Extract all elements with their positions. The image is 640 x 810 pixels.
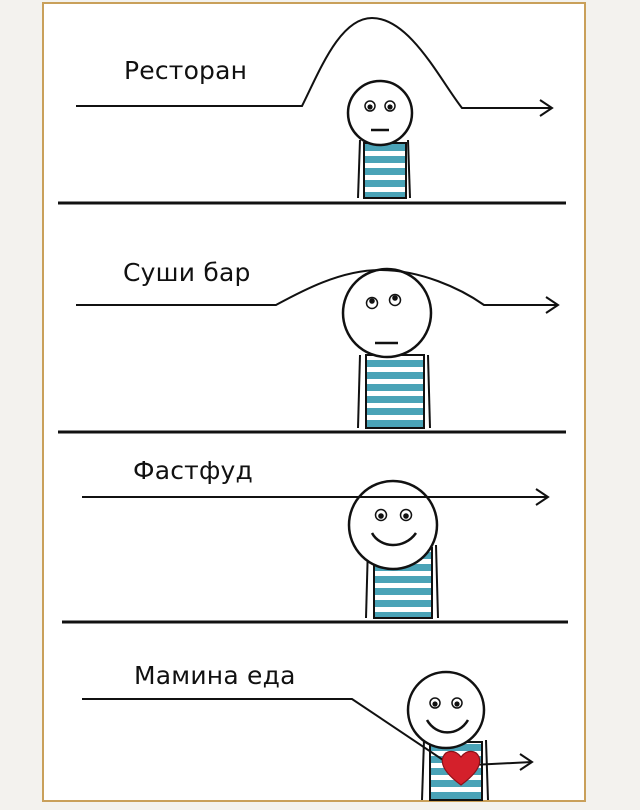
panel-sushi-bar	[58, 267, 566, 434]
arrow-right-icon	[539, 99, 554, 117]
panel-moms-food	[82, 670, 534, 801]
arrow-right-icon	[535, 488, 550, 506]
panel-label-restaurant: Ресторан	[124, 56, 248, 85]
arrow-right-icon	[519, 753, 534, 771]
path-line	[82, 698, 533, 768]
heart-icon	[441, 750, 481, 786]
panel-label-fastfood: Фастфуд	[133, 456, 254, 485]
panel-label-sushi-bar: Суши бар	[123, 258, 251, 287]
stick-figure-icon	[347, 479, 439, 619]
arrow-right-icon	[545, 296, 560, 314]
stick-figure-icon	[346, 79, 414, 199]
stick-figure-icon	[406, 670, 489, 801]
stick-figure-icon	[341, 267, 433, 429]
panel-fastfood	[62, 479, 568, 624]
path-line	[76, 268, 558, 306]
path-line	[76, 16, 552, 109]
panel-label-moms-food: Мамина еда	[134, 661, 296, 690]
comic-frame	[42, 2, 586, 802]
panel-restaurant	[58, 16, 566, 205]
